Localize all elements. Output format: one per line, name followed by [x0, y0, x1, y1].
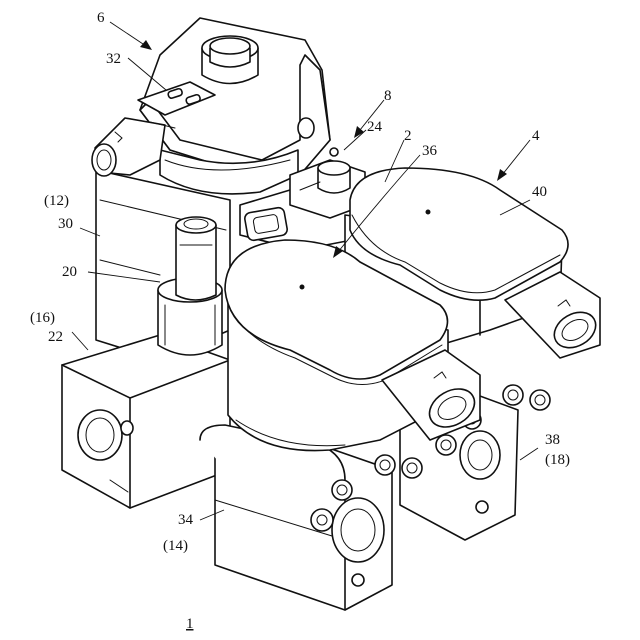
label-24: 24 — [367, 119, 383, 135]
label-18: (18) — [545, 452, 570, 468]
label-1: 1 — [186, 616, 194, 632]
label-4: 4 — [532, 128, 540, 144]
label-12: (12) — [44, 193, 69, 209]
label-6: 6 — [97, 10, 105, 26]
label-14: (14) — [163, 538, 188, 554]
label-34: 34 — [178, 512, 194, 528]
label-36: 36 — [422, 143, 438, 159]
label-38: 38 — [545, 432, 560, 448]
label-40: 40 — [532, 184, 547, 200]
label-30: 30 — [58, 216, 73, 232]
label-16: (16) — [30, 310, 55, 326]
label-2: 2 — [404, 128, 412, 144]
label-32: 32 — [106, 51, 121, 67]
label-20: 20 — [62, 264, 77, 280]
label-8: 8 — [384, 88, 392, 104]
left-block-22 — [62, 335, 230, 508]
label-22: 22 — [48, 329, 63, 345]
